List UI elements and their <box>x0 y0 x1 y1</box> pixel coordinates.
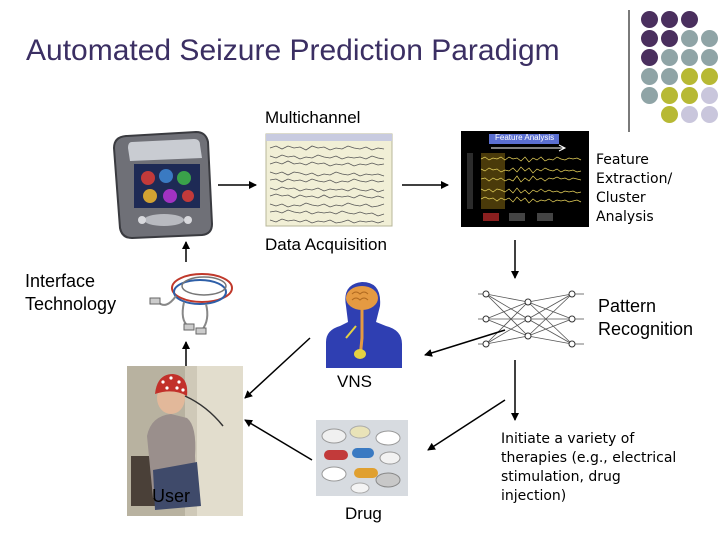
arrow-therapies-to-drug <box>427 399 506 451</box>
label-pattern-recognition: Pattern Recognition <box>598 296 694 339</box>
neural-network-icon <box>478 290 584 348</box>
arrow-therapies-to-brain <box>424 329 506 357</box>
label-feature-extraction: Feature Extraction/ Cluster Analysis <box>596 152 673 225</box>
feature-analysis-icon: Feature Analysis <box>461 131 589 227</box>
arrow-brain-to-user <box>244 337 311 399</box>
label-therapies: Initiate a variety of therapies (e.g., e… <box>501 431 677 504</box>
electrode-leads-icon <box>149 273 233 335</box>
divider-line <box>628 10 630 132</box>
label-interface-technology: Interface Technology <box>25 271 117 314</box>
label-drug: Drug <box>345 504 382 523</box>
label-multichannel: Multichannel <box>265 108 361 127</box>
eeg-traces-icon <box>265 133 393 227</box>
brain-vns-icon <box>316 278 408 368</box>
pills-icon <box>316 420 408 496</box>
page-title: Automated Seizure Prediction Paradigm <box>26 34 560 67</box>
eeg-cap-user-icon <box>127 366 243 516</box>
label-user: User <box>152 486 191 506</box>
handheld-device-icon <box>112 130 214 240</box>
label-data-acquisition: Data Acquisition <box>265 235 387 254</box>
arrow-drug-to-user <box>244 419 313 461</box>
label-vns: VNS <box>337 372 372 391</box>
feature-panel-heading: Feature Analysis <box>495 133 555 142</box>
